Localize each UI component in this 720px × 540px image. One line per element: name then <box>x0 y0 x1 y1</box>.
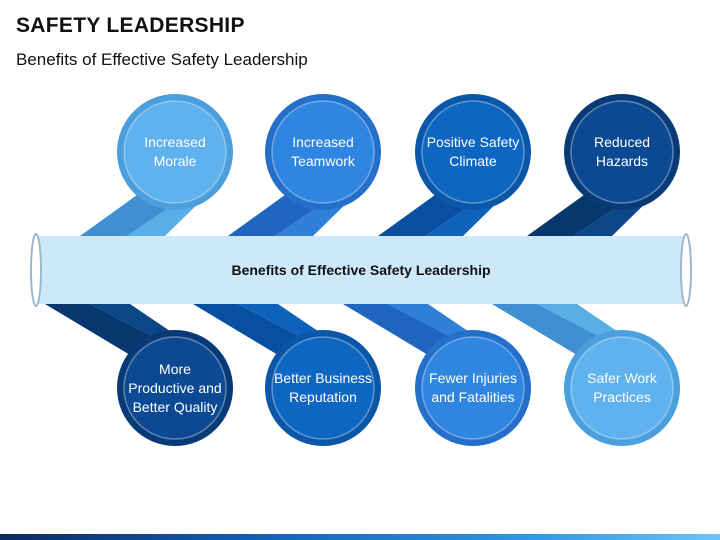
banner-bar <box>36 236 686 304</box>
bottom_node-label-1: More Productive and Better Quality <box>128 360 222 415</box>
node-circle-group <box>117 94 680 446</box>
bottom-connector-4 <box>492 304 612 358</box>
bottom_node-circle-4 <box>570 336 674 440</box>
bottom_node-circle-1 <box>123 336 227 440</box>
banner-left-cap <box>30 233 42 307</box>
top_node-circle-2 <box>271 100 375 204</box>
page-title: SAFETY LEADERSHIP <box>16 14 245 37</box>
bottom_node-label-3: Fewer Injuries and Fatalities <box>429 370 517 405</box>
top_node-label-4: Reduced Hazards <box>593 134 651 169</box>
top_node-label-1: Increased Morale <box>144 134 206 169</box>
bottom-connector-1 <box>45 304 165 358</box>
page-subtitle: Benefits of Effective Safety Leadership <box>16 50 308 69</box>
footer-bar <box>0 534 720 540</box>
bottom_node-label-2: Better Business Reputation <box>273 370 373 405</box>
top_node-circle-4 <box>570 100 674 204</box>
bottom_node-circle-3 <box>421 336 525 440</box>
top_node-label-3: Positive Safety Climate <box>426 134 520 169</box>
banner-right-cap <box>680 233 692 307</box>
top_node-circle-3 <box>421 100 525 204</box>
bottom-connector-3 <box>343 304 463 358</box>
bottom_node-label-4: Safer Work Practices <box>587 370 657 405</box>
top_node-circle-1 <box>123 100 227 204</box>
bottom_node-circle-2 <box>271 336 375 440</box>
banner-label: Benefits of Effective Safety Leadership <box>231 262 491 278</box>
center-banner <box>30 233 692 307</box>
top_node-label-2: Increased Teamwork <box>291 134 355 169</box>
bottom-connector-2 <box>193 304 313 358</box>
